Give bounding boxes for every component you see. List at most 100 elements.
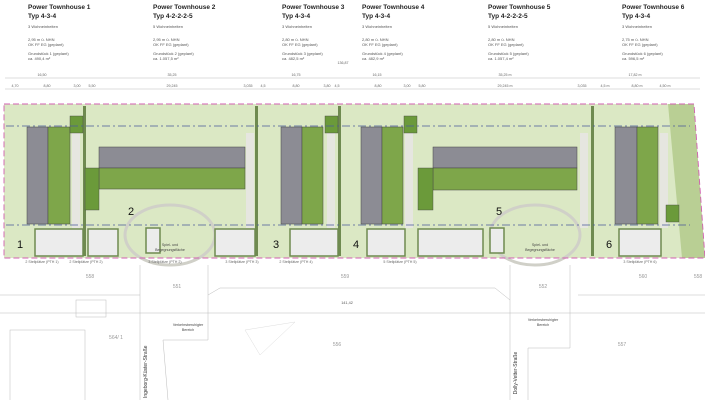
unit-count: 5 Wohneinheiten — [153, 24, 183, 29]
unit-count: 3 Wohneinheiten — [362, 24, 392, 29]
townhouse-type: Typ 4-3-4 — [622, 12, 651, 20]
street-lines — [0, 265, 705, 400]
dimension-label: 5,50 — [88, 84, 96, 88]
dimension-label: 8,80 m — [631, 84, 643, 88]
dimension-label: 3,035 — [243, 84, 253, 88]
parking-label: 3 Stellplätze (PTH 2) — [148, 260, 182, 264]
parking-label: 3 Stellplätze (PTH 6) — [623, 260, 657, 264]
dimension-label: 8,80 — [43, 84, 51, 88]
townhouse-type: Typ 4-2-2-2-5 — [488, 12, 528, 20]
townhouse-title: Power Townhouse 3 — [282, 4, 345, 11]
floor-height: 2,95 m ü. NHN — [153, 36, 180, 42]
plot-area: ca. 596,5 m² — [622, 56, 645, 61]
unit-count: 3 Wohneinheiten — [282, 24, 312, 29]
floor-height: 2,75 m ü. NHN — [622, 36, 649, 42]
parking-label: 2 Stellplätze (PTH 4) — [279, 260, 313, 264]
site-boundary — [3, 103, 705, 259]
townhouse-type: Typ 4-2-2-2-5 — [153, 12, 193, 20]
townhouse-title: Power Townhouse 1 — [28, 4, 91, 11]
plot-number: 1 — [16, 239, 24, 251]
dimension-label: 35,25 — [167, 73, 177, 77]
floor-reference: OK FF EG (geplant) — [488, 42, 524, 47]
floor-height: 2,80 m ü. NHN — [282, 36, 309, 42]
townhouse-type: Typ 4-3-4 — [28, 12, 57, 20]
townhouse-title: Power Townhouse 2 — [153, 4, 216, 11]
dimension-label: 8,80 — [374, 84, 382, 88]
unit-count: 5 Wohneinheiten — [488, 24, 518, 29]
dimension-label: 4,5 m — [600, 84, 610, 88]
parcel-number: 558 — [693, 274, 703, 280]
parcel-number: 141,42 — [341, 301, 353, 305]
dimension-label: 5,80 — [418, 84, 426, 88]
dimension-label: 29,245 m — [497, 84, 513, 88]
hedge-strip — [668, 104, 705, 258]
plot-number: 3 — [272, 239, 280, 251]
dimension-label: 16,50 — [37, 73, 47, 77]
parcel-number: 564/ 1 — [109, 335, 123, 341]
plot-number: 2 — [127, 206, 135, 218]
plot-name: Grundstück 1 (geplant) — [28, 50, 69, 56]
floor-reference: OK FF EG (geplant) — [282, 42, 318, 47]
townhouse-type: Typ 4-3-4 — [362, 12, 391, 20]
plot-area: ca. 482,9 m² — [362, 56, 385, 61]
dimension-label: 17,82 m — [628, 73, 642, 77]
dimension-label: 4,5 — [334, 84, 340, 88]
play-area-label-5: Spiel- und Begegnungsfläche — [525, 243, 555, 252]
dimension-label: 3,00 — [403, 84, 411, 88]
dimension-label: 3,035 — [577, 84, 587, 88]
parcel-number: 557 — [617, 342, 627, 348]
parking-label: 2 Stellplätze (PTH 2) — [69, 260, 103, 264]
plot-name: Grundstück 2 (geplant) — [153, 50, 194, 56]
play-area-label-2: Spiel- und Begegnungsfläche — [155, 243, 185, 252]
parking-label: 3 Stellplätze (PTH 3) — [225, 260, 259, 264]
street-name-ingeborg-kuester: Ingeborg-Küster-Straße — [143, 345, 149, 398]
parcel-number: 556 — [332, 342, 342, 348]
dimension-label: 29,245 — [166, 84, 178, 88]
dimension-label: 16,75 — [291, 73, 301, 77]
dimension-label: 3,80 — [323, 84, 331, 88]
dimension-label: 4,50 m — [659, 84, 671, 88]
floor-reference: OK FF EG (geplant) — [28, 42, 64, 47]
unit-count: 3 Wohneinheiten — [622, 24, 652, 29]
plot-name: Grundstück 5 (geplant) — [488, 50, 529, 56]
townhouse-title: Power Townhouse 6 — [622, 4, 685, 11]
parcel-number: 552 — [538, 284, 548, 290]
plot-name: Grundstück 6 (geplant) — [622, 50, 663, 56]
townhouse-title: Power Townhouse 4 — [362, 4, 425, 11]
dimension-label: 4,70 — [11, 84, 19, 88]
plot-number: 6 — [605, 239, 613, 251]
floor-height: 2,95 m ü. NHN — [28, 36, 55, 42]
traffic-calmed-label-2: Verkehrsberuhigter Bereich — [527, 318, 559, 327]
lot-separators — [83, 106, 594, 256]
townhouse-title: Power Townhouse 5 — [488, 4, 551, 11]
townhouse-type: Typ 4-3-4 — [282, 12, 311, 20]
street-name-dolly-vetter: Dolly-Vetter-Straße — [513, 351, 519, 395]
dimension-label: 35,25 m — [498, 73, 512, 77]
plot-area: ca. 1.057,4 m² — [488, 56, 514, 61]
plot-area: ca. 482,5 m² — [282, 56, 305, 61]
paths — [72, 133, 668, 228]
traffic-calmed-label-1: Verkehrsberuhigter Bereich — [172, 323, 204, 332]
plot-name: Grundstück 3 (geplant) — [282, 50, 323, 56]
floor-reference: OK FF EG (geplant) — [153, 42, 189, 47]
parcel-number: 560 — [638, 274, 648, 280]
parking-label: 5 Stellplätze (PTH 5) — [383, 260, 417, 264]
floor-height: 2,80 m ü. NHN — [488, 36, 515, 42]
dimension-label: 8,80 — [292, 84, 300, 88]
floor-reference: OK FF EG (geplant) — [362, 42, 398, 47]
dimension-label: 3,00 — [73, 84, 81, 88]
floor-reference: OK FF EG (geplant) — [622, 42, 658, 47]
dimension-label: 4,5 — [260, 84, 266, 88]
plot-area: ca. 490,4 m² — [28, 56, 51, 61]
floor-height: 2,80 m ü. NHN — [362, 36, 389, 42]
plot-number: 5 — [495, 206, 503, 218]
dimension-total: 136,87 — [337, 61, 349, 65]
plot-area: ca. 1.057,5 m² — [153, 56, 179, 61]
parcel-number: 559 — [340, 274, 350, 280]
parcel-number: 558 — [85, 274, 95, 280]
